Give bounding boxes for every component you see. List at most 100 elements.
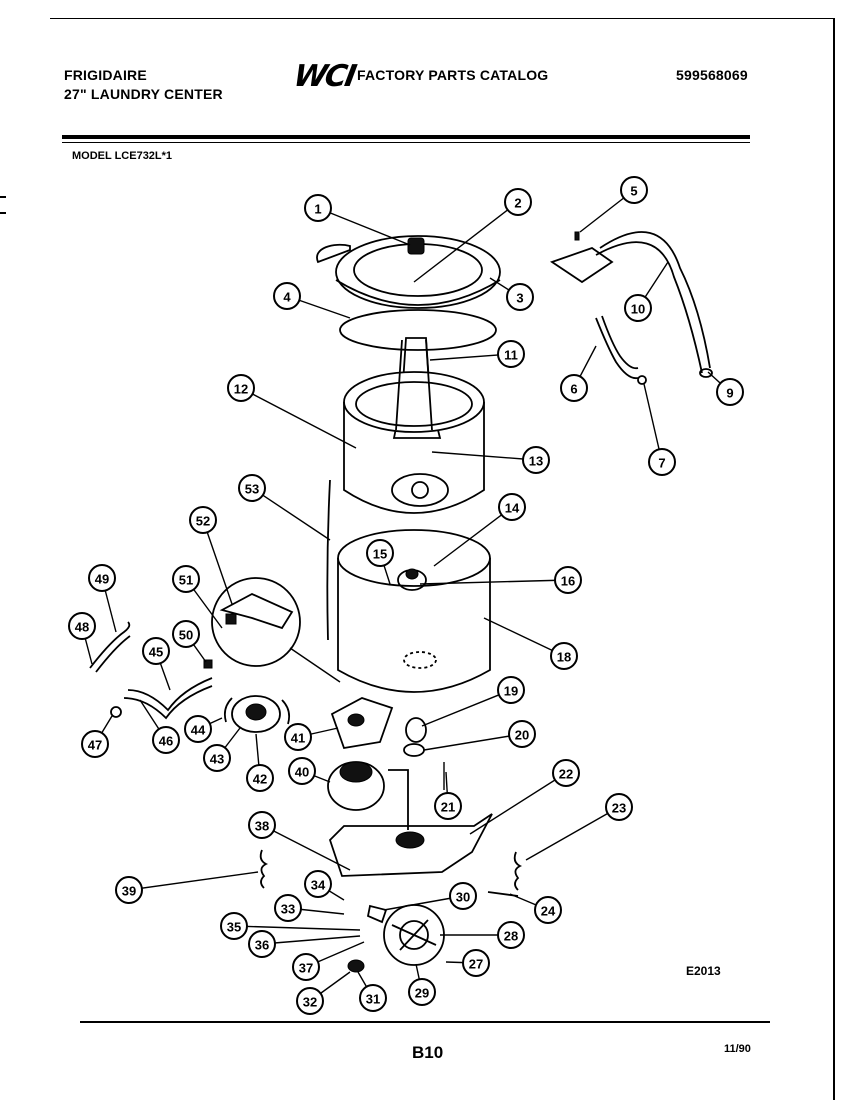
leader-line <box>433 506 513 567</box>
header-rule-thin <box>62 142 750 143</box>
callout-label: 40 <box>295 765 309 780</box>
callout-label: 42 <box>253 772 267 787</box>
brand-name: FRIGIDAIRE <box>64 67 147 83</box>
callout-label: 29 <box>415 986 429 1001</box>
leader-line <box>261 824 351 871</box>
callout-36: 36 <box>248 930 276 958</box>
callout-48: 48 <box>68 612 96 640</box>
callout-label: 13 <box>529 454 543 469</box>
callout-10: 10 <box>624 294 652 322</box>
callout-label: 18 <box>557 650 571 665</box>
leader-line <box>419 579 569 585</box>
callout-label: 5 <box>630 184 637 199</box>
callout-16: 16 <box>554 566 582 594</box>
callout-21: 21 <box>434 792 462 820</box>
leader-line <box>525 806 620 861</box>
callout-label: 31 <box>366 992 380 1007</box>
callout-label: 38 <box>255 819 269 834</box>
tub-cover-ring <box>316 235 501 351</box>
callout-label: 9 <box>726 386 733 401</box>
callout-label: 19 <box>504 684 518 699</box>
callout-label: 43 <box>210 752 224 767</box>
revision-date: 11/90 <box>724 1043 751 1055</box>
callout-40: 40 <box>288 757 316 785</box>
spring <box>259 849 269 889</box>
callout-label: 3 <box>516 291 523 306</box>
callout-label: 50 <box>179 628 193 643</box>
callout-label: 6 <box>570 382 577 397</box>
callout-13: 13 <box>522 446 550 474</box>
callout-label: 2 <box>514 196 521 211</box>
callout-label: 22 <box>559 767 573 782</box>
callout-41: 41 <box>284 723 312 751</box>
leader-line <box>413 201 519 283</box>
leader-line <box>202 519 233 605</box>
drive-pulley <box>347 904 445 973</box>
callout-46: 46 <box>152 726 180 754</box>
callout-33: 33 <box>274 894 302 922</box>
part-drawings <box>89 231 713 973</box>
callout-label: 11 <box>504 348 518 363</box>
callout-label: 7 <box>658 456 665 471</box>
callout-31: 31 <box>359 984 387 1012</box>
callout-35: 35 <box>220 912 248 940</box>
leader-line <box>251 487 331 541</box>
callout-label: 27 <box>469 957 483 972</box>
fill-hose-assembly <box>549 231 713 385</box>
spring <box>513 851 523 891</box>
pulley <box>403 717 445 790</box>
callout-49: 49 <box>88 564 116 592</box>
callout-2: 2 <box>504 188 532 216</box>
callout-20: 20 <box>508 720 536 748</box>
callout-label: 36 <box>255 938 269 953</box>
callout-label: 49 <box>95 572 109 587</box>
callout-34: 34 <box>304 870 332 898</box>
callout-51: 51 <box>172 565 200 593</box>
callout-label: 51 <box>179 573 193 588</box>
header-rule <box>62 135 750 139</box>
callout-9: 9 <box>716 378 744 406</box>
basket-agitator <box>343 337 485 514</box>
footer-rule <box>80 1021 770 1023</box>
callout-label: 41 <box>291 731 305 746</box>
callout-22: 22 <box>552 759 580 787</box>
callout-7: 7 <box>648 448 676 476</box>
callout-label: 21 <box>441 800 455 815</box>
callout-29: 29 <box>408 978 436 1006</box>
leader-line <box>483 617 565 657</box>
product-name: 27" LAUNDRY CENTER <box>64 86 223 102</box>
callout-43: 43 <box>203 744 231 772</box>
leader-line <box>423 733 523 751</box>
callout-19: 19 <box>497 676 525 704</box>
callout-3: 3 <box>506 283 534 311</box>
callout-label: 53 <box>245 482 259 497</box>
mounting-plate <box>328 769 493 877</box>
callout-11: 11 <box>497 340 525 368</box>
callout-28: 28 <box>497 921 525 949</box>
callout-15: 15 <box>366 539 394 567</box>
drain-tube <box>326 479 331 641</box>
catalog-number: 599568069 <box>676 67 748 83</box>
callout-label: 23 <box>612 801 626 816</box>
callout-39: 39 <box>115 876 143 904</box>
callout-30: 30 <box>449 882 477 910</box>
callout-label: 4 <box>283 290 291 305</box>
callout-label: 15 <box>373 547 387 562</box>
callout-label: 37 <box>299 961 313 976</box>
callout-37: 37 <box>292 953 320 981</box>
callout-label: 28 <box>504 929 518 944</box>
callout-14: 14 <box>498 493 526 521</box>
detail-circle <box>211 577 341 683</box>
callout-4: 4 <box>273 282 301 310</box>
catalog-title: FACTORY PARTS CATALOG <box>357 67 549 83</box>
callout-45: 45 <box>142 637 170 665</box>
callout-label: 48 <box>75 620 89 635</box>
margin-mark <box>0 196 6 198</box>
callout-label: 47 <box>88 738 102 753</box>
leader-line <box>469 772 567 835</box>
callout-label: 52 <box>196 514 210 529</box>
callout-label: 39 <box>122 884 136 899</box>
margin-mark <box>0 212 6 214</box>
callout-47: 47 <box>81 730 109 758</box>
